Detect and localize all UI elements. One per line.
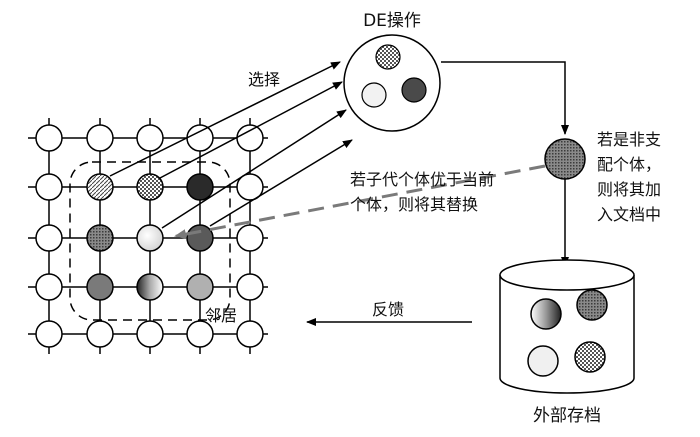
archive-item-gradient [530,298,562,330]
de-candidate-light [361,82,387,108]
de-candidate-checkered [375,44,401,70]
replace-note-line2: 个体，则将其替换 [350,195,478,214]
feedback-label: 反馈 [372,300,404,319]
archive-item-checkered [574,341,606,373]
neighborhood-label: 邻居 [205,306,237,325]
select-arrow-2 [159,81,343,179]
select-arrow-4 [209,139,353,227]
grid-node [86,320,114,348]
nondominated-note-line3: 则将其加 [597,180,661,199]
selection-arrows [109,61,353,229]
nondominated-note-line4: 入文档中 [597,205,661,224]
de-to-offspring-arrow [441,61,569,135]
grid-node [35,273,63,301]
nondominated-note-line1: 若是非支 [597,130,661,149]
de-operation-circle [343,34,441,132]
select-arrow-1 [109,61,341,177]
archive-item-light [527,345,559,377]
offspring-node [544,138,586,180]
grid-node [35,224,63,252]
neighbor-node-gradient [136,273,164,301]
neighbor-node-dark [186,173,214,201]
de-operation-label: DE操作 [363,11,421,31]
current-individual-node [136,224,164,252]
replace-note-line1: 若子代个体优于当前 [350,170,494,189]
neighbor-node-hatched [86,173,114,201]
neighbor-node-gray [86,273,114,301]
external-archive-label: 外部存档 [533,406,601,426]
select-label: 选择 [248,70,280,89]
nondominated-note-line2: 配个体， [597,155,661,174]
grid-node [35,124,63,152]
grid-node [35,320,63,348]
de-candidate-dark [401,77,427,103]
replacement-dashed-arrow [174,164,546,240]
grid-node [186,124,214,152]
neighbor-node-dotted [86,224,114,252]
grid-node [86,124,114,152]
neighbor-node-darkgray [186,224,214,252]
archive-item-dotted [576,289,608,321]
population-grid-nodes [35,124,264,348]
neighbor-node-lightgray [186,273,214,301]
grid-node [236,320,264,348]
de-operation-group [343,34,441,132]
grid-node [236,124,264,152]
grid-node [136,124,164,152]
grid-node [136,320,164,348]
external-archive-cylinder [499,259,635,394]
grid-node [186,320,214,348]
select-arrow-3 [161,109,347,229]
grid-node [35,173,63,201]
grid-node [236,273,264,301]
neighbor-node-checkered [136,173,164,201]
grid-node [236,173,264,201]
grid-node [236,224,264,252]
